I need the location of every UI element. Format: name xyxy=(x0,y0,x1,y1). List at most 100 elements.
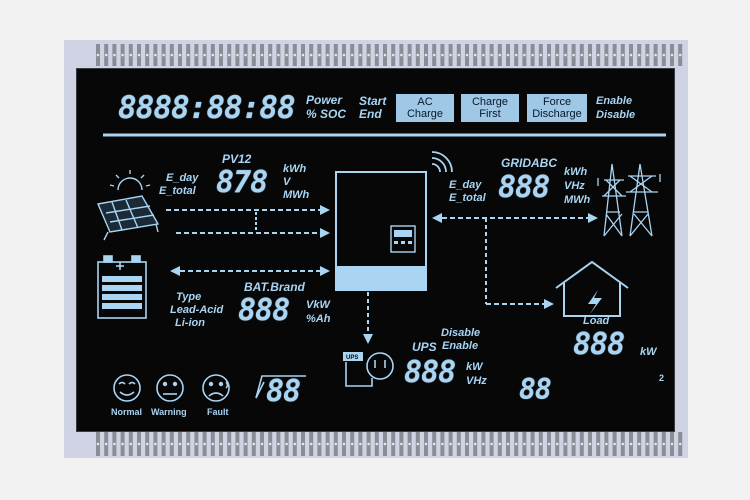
connector-pin-hole xyxy=(113,53,116,57)
inverter-icon xyxy=(335,171,427,291)
ups-unit-kw: kW xyxy=(466,361,483,373)
battery-unit-ah: %Ah xyxy=(306,313,331,325)
connector-pin-hole xyxy=(613,53,616,57)
connector-pin-hole xyxy=(244,442,247,446)
connector-pin-hole xyxy=(449,442,452,446)
connector-pin-hole xyxy=(555,53,559,57)
connector-pin-hole xyxy=(473,442,477,446)
connector-pin-hole xyxy=(400,442,403,446)
solar-panel-icon xyxy=(97,170,160,241)
ups-disable-label: Disable xyxy=(441,327,481,339)
connector-pin-hole xyxy=(465,442,469,446)
connector-pin-hole xyxy=(293,53,297,57)
power-label: Power xyxy=(306,93,343,107)
connector-pin-hole xyxy=(678,53,682,57)
status-normal-label: Normal xyxy=(111,407,143,417)
battery-li-ion-label: Li-ion xyxy=(175,317,205,329)
connector-pin-hole xyxy=(588,53,592,57)
battery-value: 888 xyxy=(238,293,290,328)
connector-pin-hole xyxy=(121,53,124,57)
connector-pin-hole xyxy=(268,53,272,57)
grid-unit-mwh: MWh xyxy=(564,194,591,206)
connector-pin-hole xyxy=(654,442,657,446)
fault-code-value: 88 xyxy=(266,374,301,409)
connector-pin-hole xyxy=(539,53,543,57)
grid-e-day-label: E_day xyxy=(449,179,482,191)
ac-charge-button[interactable]: AC Charge xyxy=(396,94,454,122)
connector-pin-hole xyxy=(391,53,395,57)
connector-pin-hole xyxy=(629,442,633,446)
connector-pin-hole xyxy=(301,442,305,446)
connector-pin-hole xyxy=(318,53,321,57)
pv-unit-kwh: kWh xyxy=(283,163,307,175)
connector-pin-hole xyxy=(523,442,526,446)
end-label: End xyxy=(359,107,382,121)
force-discharge-button[interactable]: Force Discharge xyxy=(527,94,587,122)
connector-pin-hole xyxy=(678,442,682,446)
connector-pin-hole xyxy=(309,442,313,446)
connector-pin-hole xyxy=(236,442,239,446)
start-label: Start xyxy=(359,94,387,108)
connector-pin-hole xyxy=(342,442,346,446)
ups-label: UPS xyxy=(412,340,437,354)
connector-pin-hole xyxy=(514,53,518,57)
connector-pin-hole xyxy=(154,53,157,57)
connector-pin-hole xyxy=(637,442,641,446)
connector-pin-hole xyxy=(654,53,657,57)
normal-face-icon xyxy=(113,374,141,402)
connector-pin-hole xyxy=(375,53,379,57)
connector-pin-hole xyxy=(465,53,469,57)
connector-pin-hole xyxy=(457,442,461,446)
connector-pin-hole xyxy=(342,53,346,57)
lcd-glass xyxy=(76,68,675,432)
connector-pin-hole xyxy=(227,442,231,446)
connector-pin-hole xyxy=(441,53,444,57)
connector-pin-hole xyxy=(637,53,641,57)
battery-unit-vkw: VkW xyxy=(306,299,330,311)
connector-pin-hole xyxy=(96,53,100,57)
grid-value: 888 xyxy=(498,170,550,205)
connector-pin-hole xyxy=(555,442,559,446)
fault-code-frame xyxy=(255,375,306,399)
grid-unit-kwh: kWh xyxy=(564,166,588,178)
pv-title: PV12 xyxy=(222,152,252,166)
connector-pin-hole xyxy=(268,442,272,446)
connector-pin-hole xyxy=(547,442,551,446)
connector-pin-hole xyxy=(277,53,280,57)
connector-pin-hole xyxy=(170,53,174,57)
connector-pin-hole xyxy=(186,53,190,57)
connector-pin-hole xyxy=(334,53,338,57)
wifi-icon xyxy=(431,151,453,173)
connector-pin-hole xyxy=(424,53,428,57)
connector-pin-hole xyxy=(170,442,174,446)
connector-pin-hole xyxy=(227,53,231,57)
connector-pin-hole xyxy=(572,53,575,57)
charge-first-button[interactable]: Charge First xyxy=(461,94,519,122)
pv-e-day-label: E_day xyxy=(166,172,199,184)
connector-pin-hole xyxy=(367,53,370,57)
connector-pin-hole xyxy=(588,442,592,446)
connector-pin-hole xyxy=(359,53,362,57)
connector-pin-hole xyxy=(195,53,198,57)
connector-pin-hole xyxy=(301,53,305,57)
battery-lead-acid-label: Lead-Acid xyxy=(170,304,224,316)
connector-pin-hole xyxy=(646,442,649,446)
ups-value: 888 xyxy=(404,355,456,390)
house-icon xyxy=(555,260,629,317)
disable-label: Disable xyxy=(596,109,636,121)
battery-brand-label: BAT.Brand xyxy=(244,280,305,294)
connector-pin-hole xyxy=(506,53,510,57)
connector-pin-hole xyxy=(408,442,411,446)
connector-pin-hole xyxy=(367,442,370,446)
force-discharge-line2: Discharge xyxy=(532,108,582,120)
connector-pin-hole xyxy=(482,442,485,446)
connector-pin-hole xyxy=(244,53,247,57)
bottom-pin-row xyxy=(96,432,683,456)
connector-pin-hole xyxy=(285,53,288,57)
grid-title: GRIDABC xyxy=(501,156,557,170)
connector-pin-hole xyxy=(432,442,436,446)
connector-pin-hole xyxy=(449,53,452,57)
connector-pin-hole xyxy=(359,442,362,446)
connector-pin-hole xyxy=(219,442,223,446)
connector-pin-hole xyxy=(309,53,313,57)
